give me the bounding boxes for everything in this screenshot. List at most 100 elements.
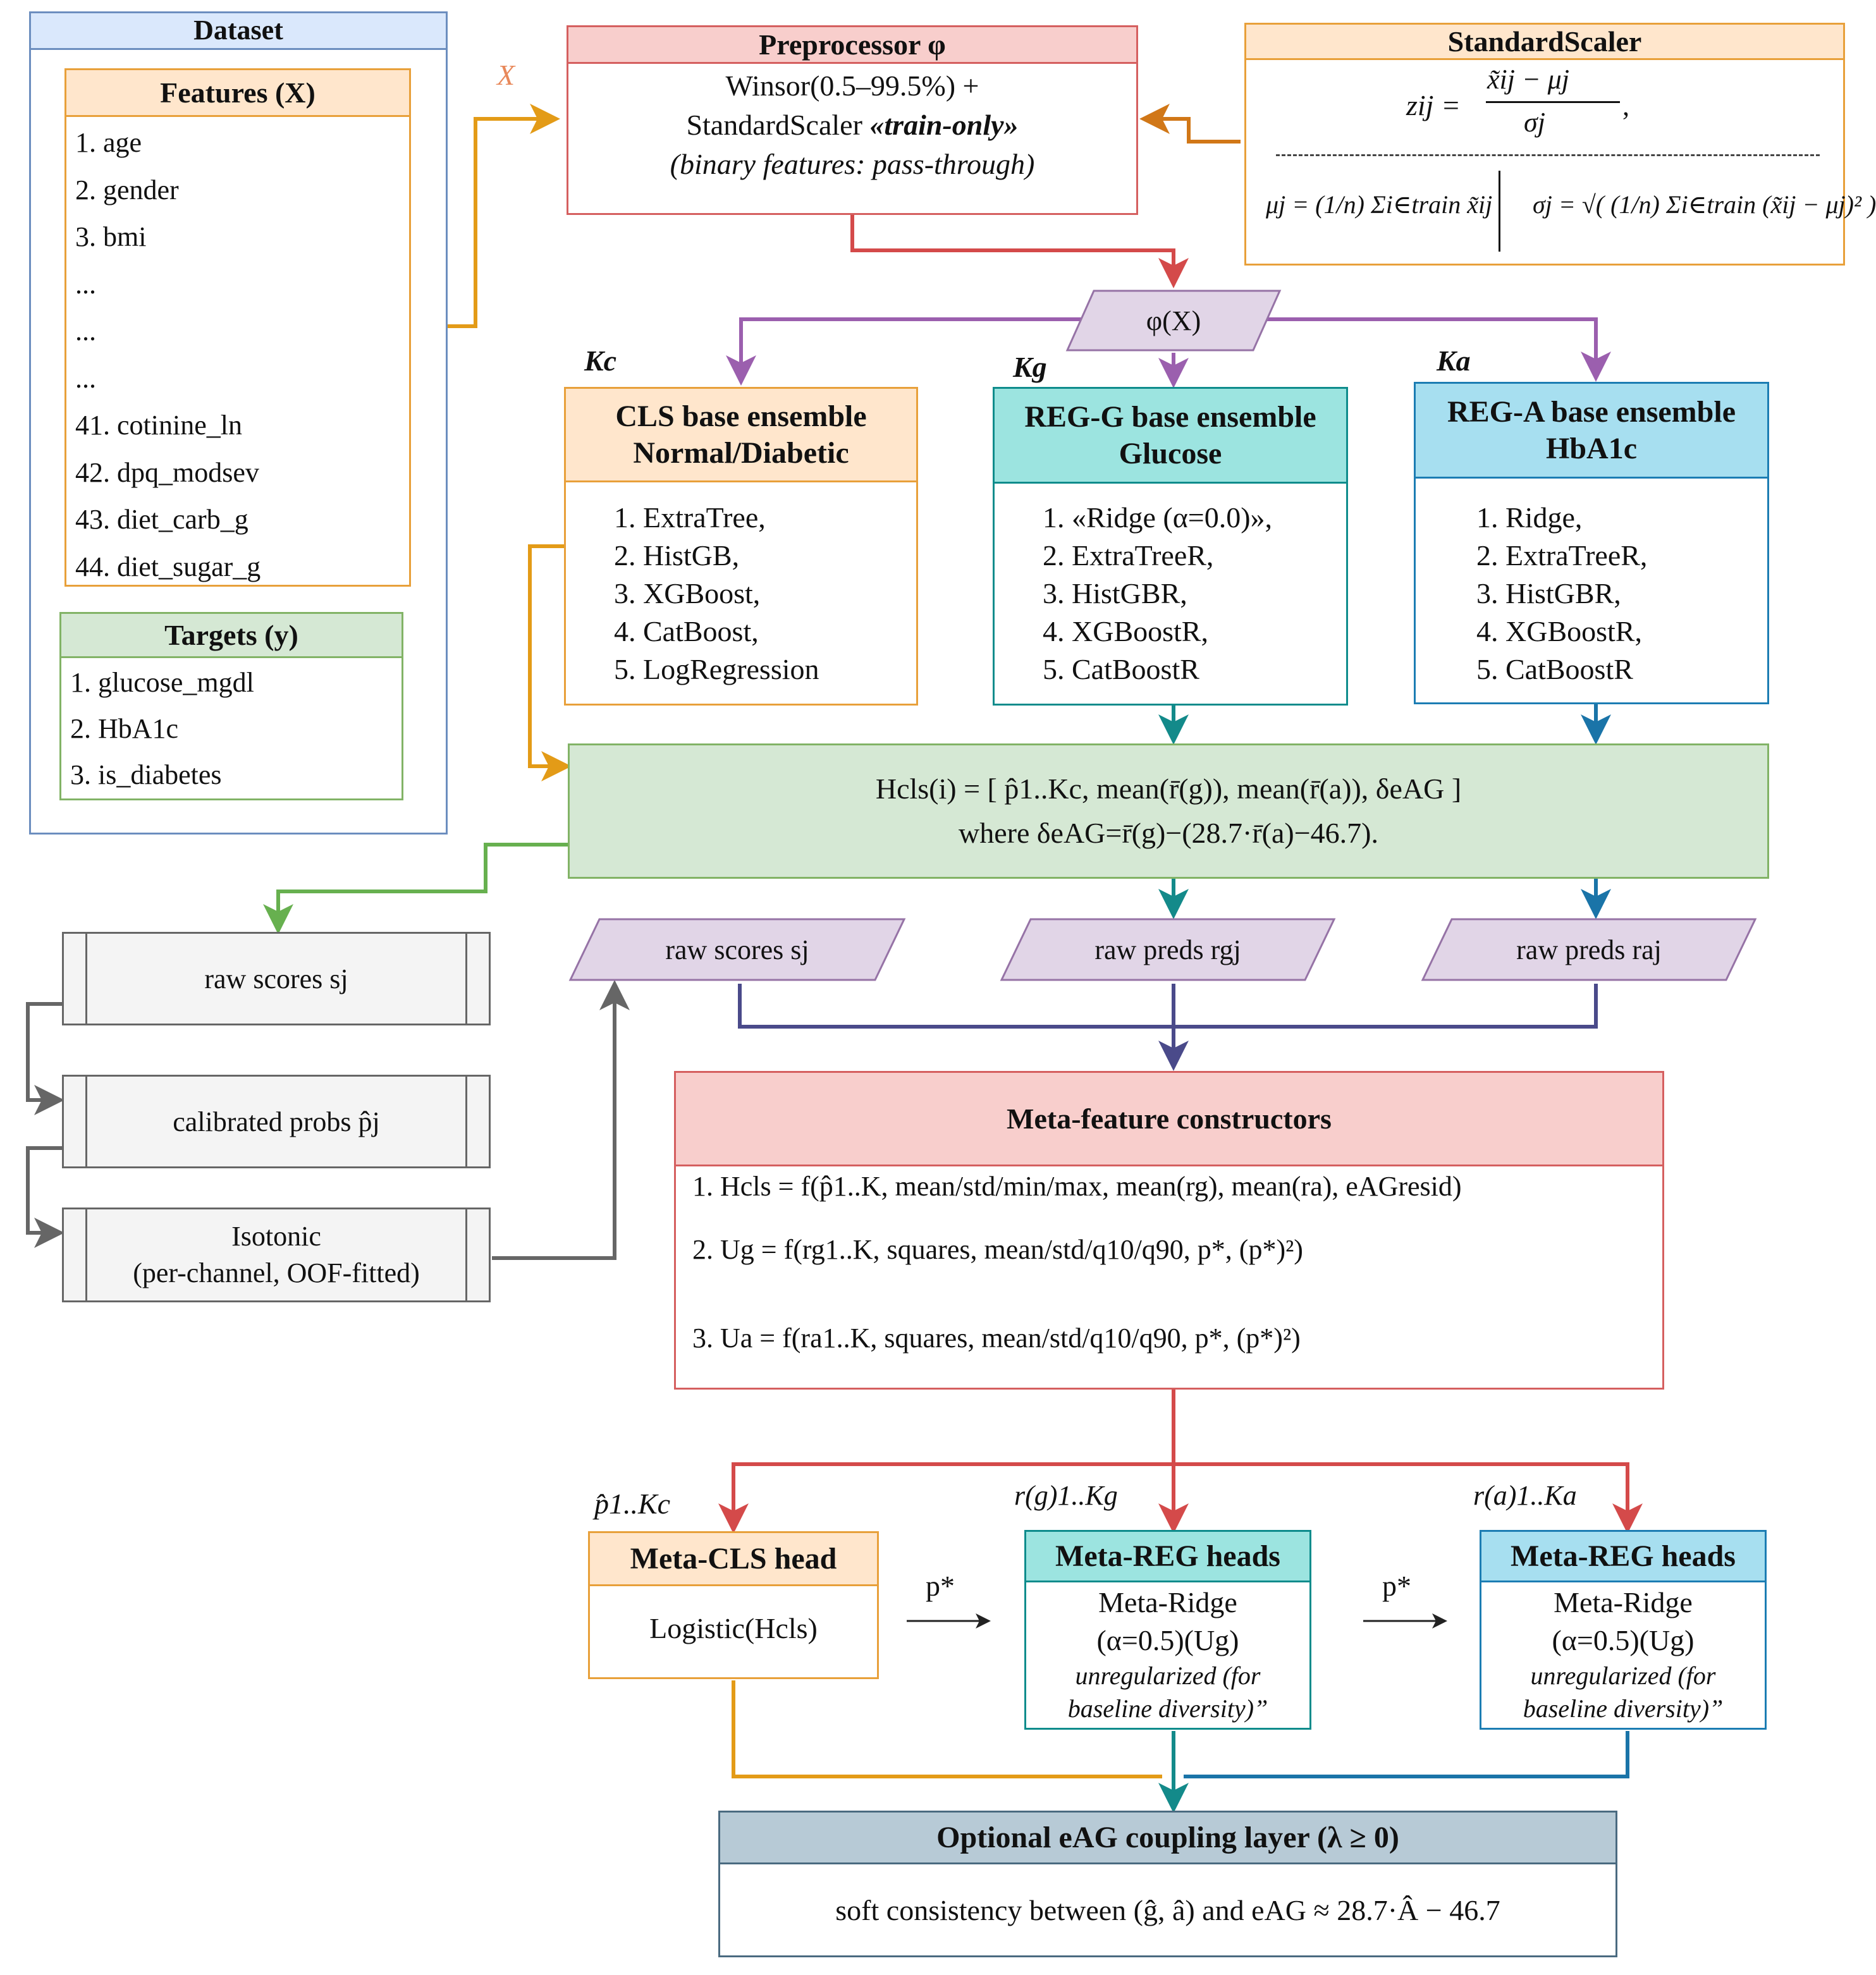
meta-feature-title: Meta-feature constructors [676,1073,1662,1166]
model-item: 3. HistGBR, [1476,577,1621,609]
meta-feature-item: 1. Hcls = f(p̂1..K, mean/std/min/max, me… [692,1171,1462,1202]
scaler-z: zij = [1406,89,1461,121]
tag-kg: Kg [1013,351,1047,383]
meta-feature-box: Meta-feature constructors 1. Hcls = f(p̂… [674,1071,1664,1390]
model-item: 3. HistGBR, [1043,577,1187,609]
feature-item: ... [75,315,96,346]
model-item: 5. CatBoostR [1476,653,1633,685]
hcls-where: where δeAG=r̄(g)−(28.7·r̄(a)−46.7). [958,817,1378,849]
hcls-box: Hcls(i) = [ p̂1..Kc, mean(r̄(g)), mean(r… [568,743,1769,879]
regg-ensemble-list: 1. «Ridge (α=0.0)», 2. ExtraTreeR, 3. Hi… [995,484,1346,688]
model-item: 4. CatBoost, [614,615,759,647]
cls-ensemble-list: 1. ExtraTree, 2. HistGB, 3. XGBoost, 4. … [566,482,916,688]
scaler-z-numerator: x̃ij − μj [1487,64,1569,95]
arrow-isotonic-to-rawscores [492,980,630,1260]
raw-preds-g-node: raw preds rgj [1000,918,1336,981]
scaler-z-fraction-bar [1486,101,1620,103]
target-item: 1. glucose_mgdl [70,667,254,698]
meta-reg-head-g-body: Meta-Ridge (α=0.5)(Ug) unregularized (fo… [1067,1586,1268,1723]
target-item: 2. HbA1c [70,713,179,744]
meta-reg-head-g-title: Meta-REG heads [1026,1532,1309,1582]
feature-item: ... [75,362,96,394]
raw-preds-g-label: raw preds rgj [1094,934,1241,965]
calib-calibrated-box: calibrated probs p̂j [62,1075,491,1168]
meta-reg-head-a-title: Meta-REG heads [1481,1532,1765,1582]
model-item: 2. ExtraTreeR, [1043,539,1214,572]
meta-cls-head-body: Logistic(Hcls) [649,1612,818,1644]
raw-preds-a-node: raw preds raj [1421,918,1757,981]
scaler-sigma-formula: σj = √( (1/n) Σi∈train (x̃ij − μj)² ) [1533,190,1876,219]
dataset-title: Dataset [31,13,446,50]
scaler-comma: , [1622,90,1629,121]
pstar-label-2: p* [1382,1570,1411,1602]
meta-reg-head-a-box: Meta-REG heads Meta-Ridge (α=0.5)(Ug) un… [1480,1530,1767,1730]
features-box: Features (X) 1. age 2. gender 3. bmi ...… [64,68,411,587]
meta-cls-head-title: Meta-CLS head [590,1533,877,1586]
hcls-formula: Hcls(i) = [ p̂1..Kc, mean(r̄(g)), mean(r… [875,773,1462,805]
cls-ensemble-box: CLS base ensemble Normal/Diabetic 1. Ext… [564,387,918,706]
meta-feature-list: 1. Hcls = f(p̂1..K, mean/std/min/max, me… [676,1166,1662,1362]
model-item: 2. HistGB, [614,539,740,572]
coupling-layer-body: soft consistency between (ĝ, â) and eAG … [835,1894,1500,1926]
raw-scores-node: raw scores sj [568,918,906,981]
calib-raw-scores-box: raw scores sj [62,932,491,1025]
arrow-hcls-to-calibration [263,843,568,934]
scaler-z-denominator: σj [1524,107,1545,138]
preprocessor-box: Preprocessor φ Winsor(0.5–99.5%) + Stand… [567,25,1138,215]
feature-item: 43. diet_carb_g [75,504,248,535]
meta-cls-head-box: Meta-CLS head Logistic(Hcls) [588,1531,879,1679]
feature-item: ... [75,268,96,300]
raw-scores-shape [568,918,906,981]
rega-ensemble-box: REG-A base ensemble HbA1c 1. Ridge, 2. E… [1414,382,1769,704]
scaler-vertical-divider [1499,171,1500,252]
targets-title: Targets (y) [61,614,402,658]
feature-item: 2. gender [75,174,179,205]
feature-item: 44. diet_sugar_g [75,551,261,582]
scaler-dashed-divider [1276,154,1820,156]
meta-reg-head-a-body: Meta-Ridge (α=0.5)(Ug) unregularized (fo… [1523,1586,1724,1723]
raw-preds-a-label: raw preds raj [1516,934,1662,965]
tag-kc: Kc [584,345,617,377]
model-item: 1. Ridge, [1476,501,1583,534]
phi-x-node: φ(X) [1065,290,1282,352]
arrow-phi-to-cls [726,317,1088,386]
meta-feature-item: 3. Ua = f(ra1..K, squares, mean/std/q10/… [692,1323,1301,1354]
pstar-label-1: p* [926,1570,955,1602]
arrow-scaler-to-preprocessor [1139,104,1241,144]
cls-ensemble-title: CLS base ensemble Normal/Diabetic [566,389,916,482]
calib-isotonic-box: Isotonic (per-channel, OOF-fitted) [62,1208,491,1302]
regg-ensemble-box: REG-G base ensemble Glucose 1. «Ridge (α… [993,387,1348,706]
head-label-a: r(a)1..Ka [1473,1480,1577,1511]
raw-preds-g-shape [1000,918,1336,981]
arrow-raw-to-meta [738,984,1598,1066]
model-item: 2. ExtraTreeR, [1476,539,1648,572]
meta-feature-item: 2. Ug = f(rg1..K, squares, mean/std/q10/… [692,1234,1303,1265]
coupling-layer-box: Optional eAG coupling layer (λ ≥ 0) soft… [718,1811,1617,1957]
preprocessor-body: Winsor(0.5–99.5%) + StandardScaler «trai… [670,70,1035,180]
scaler-mu-formula: μj = (1/n) Σi∈train x̃ij [1266,190,1493,219]
model-item: 1. «Ridge (α=0.0)», [1043,501,1273,534]
preprocessor-title: Preprocessor φ [568,27,1136,64]
model-item: 1. ExtraTree, [614,501,766,534]
standardscaler-box: StandardScaler [1244,23,1845,266]
arrow-phi-to-rega [1258,317,1611,382]
tag-ka: Ka [1437,345,1471,377]
rega-ensemble-list: 1. Ridge, 2. ExtraTreeR, 3. HistGBR, 4. … [1416,479,1767,688]
raw-preds-a-shape [1421,918,1757,981]
arrow-cls-to-hcls [528,544,572,781]
feature-item: 1. age [75,127,142,158]
phi-x-label: φ(X) [1146,305,1201,336]
features-title: Features (X) [66,70,409,117]
model-item: 5. LogRegression [614,653,819,685]
targets-box: Targets (y) 1. glucose_mgdl 2. HbA1c 3. … [59,612,403,800]
feature-item: 41. cotinine_ln [75,410,242,441]
standardscaler-title: StandardScaler [1246,25,1843,60]
phi-x-shape [1065,290,1282,352]
rega-ensemble-title: REG-A base ensemble HbA1c [1416,384,1767,479]
meta-reg-head-g-box: Meta-REG heads Meta-Ridge (α=0.5)(Ug) un… [1024,1530,1311,1730]
targets-list: 1. glucose_mgdl 2. HbA1c 3. is_diabetes [61,658,402,798]
model-item: 4. XGBoostR, [1476,615,1642,647]
arrow-rega-to-coupling [1184,1731,1629,1778]
regg-ensemble-title: REG-G base ensemble Glucose [995,389,1346,484]
